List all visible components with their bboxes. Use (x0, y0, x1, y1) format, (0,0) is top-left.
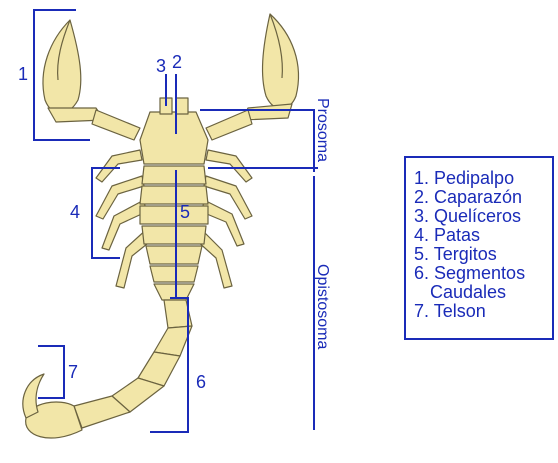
left-pedipalp-claw (43, 20, 81, 114)
left-leg-1 (96, 150, 142, 182)
legend-item-patas: 4. Patas (414, 226, 552, 245)
right-leg-1 (206, 150, 252, 182)
tail-segment-2 (154, 326, 192, 356)
tergite-1 (142, 166, 206, 184)
right-pedipalp-forearm (206, 110, 252, 140)
legend-item-caparazon: 2. Caparazón (414, 188, 552, 207)
legend-item-tergitos: 5. Tergitos (414, 245, 552, 264)
legend-item-pedipalpo: 1. Pedipalpo (414, 169, 552, 188)
callout-3: 3 (156, 56, 166, 76)
callout-1: 1 (18, 64, 28, 84)
tergite-5 (146, 246, 202, 264)
tergite-2 (140, 186, 208, 204)
legend-item-queliceros: 3. Quelíceros (414, 207, 552, 226)
opistosoma-label: Opistosoma (314, 264, 331, 349)
right-chelicera (176, 98, 188, 114)
legend-item-segmentos: 6. Segmentos (414, 264, 552, 283)
carapace (140, 112, 208, 164)
callout-6: 6 (196, 372, 206, 392)
legend-box: 1. Pedipalpo 2. Caparazón 3. Quelíceros … (404, 156, 554, 340)
tergite-6 (150, 266, 198, 282)
right-pedipalp-claw (263, 14, 299, 109)
left-pedipalp-forearm (92, 110, 140, 140)
callout-2: 2 (172, 52, 182, 72)
callout-7: 7 (68, 362, 78, 382)
tergite-4 (142, 226, 206, 244)
telson-bracket (38, 346, 64, 398)
region-labels: Prosoma Opistosoma (314, 98, 331, 349)
legend-item-telson: 7. Telson (414, 302, 552, 321)
callout-4: 4 (70, 202, 80, 222)
prosoma-label: Prosoma (314, 98, 331, 162)
legend-item-caudales: Caudales (414, 283, 552, 302)
callout-5: 5 (180, 202, 190, 222)
tergite-3 (140, 206, 208, 224)
